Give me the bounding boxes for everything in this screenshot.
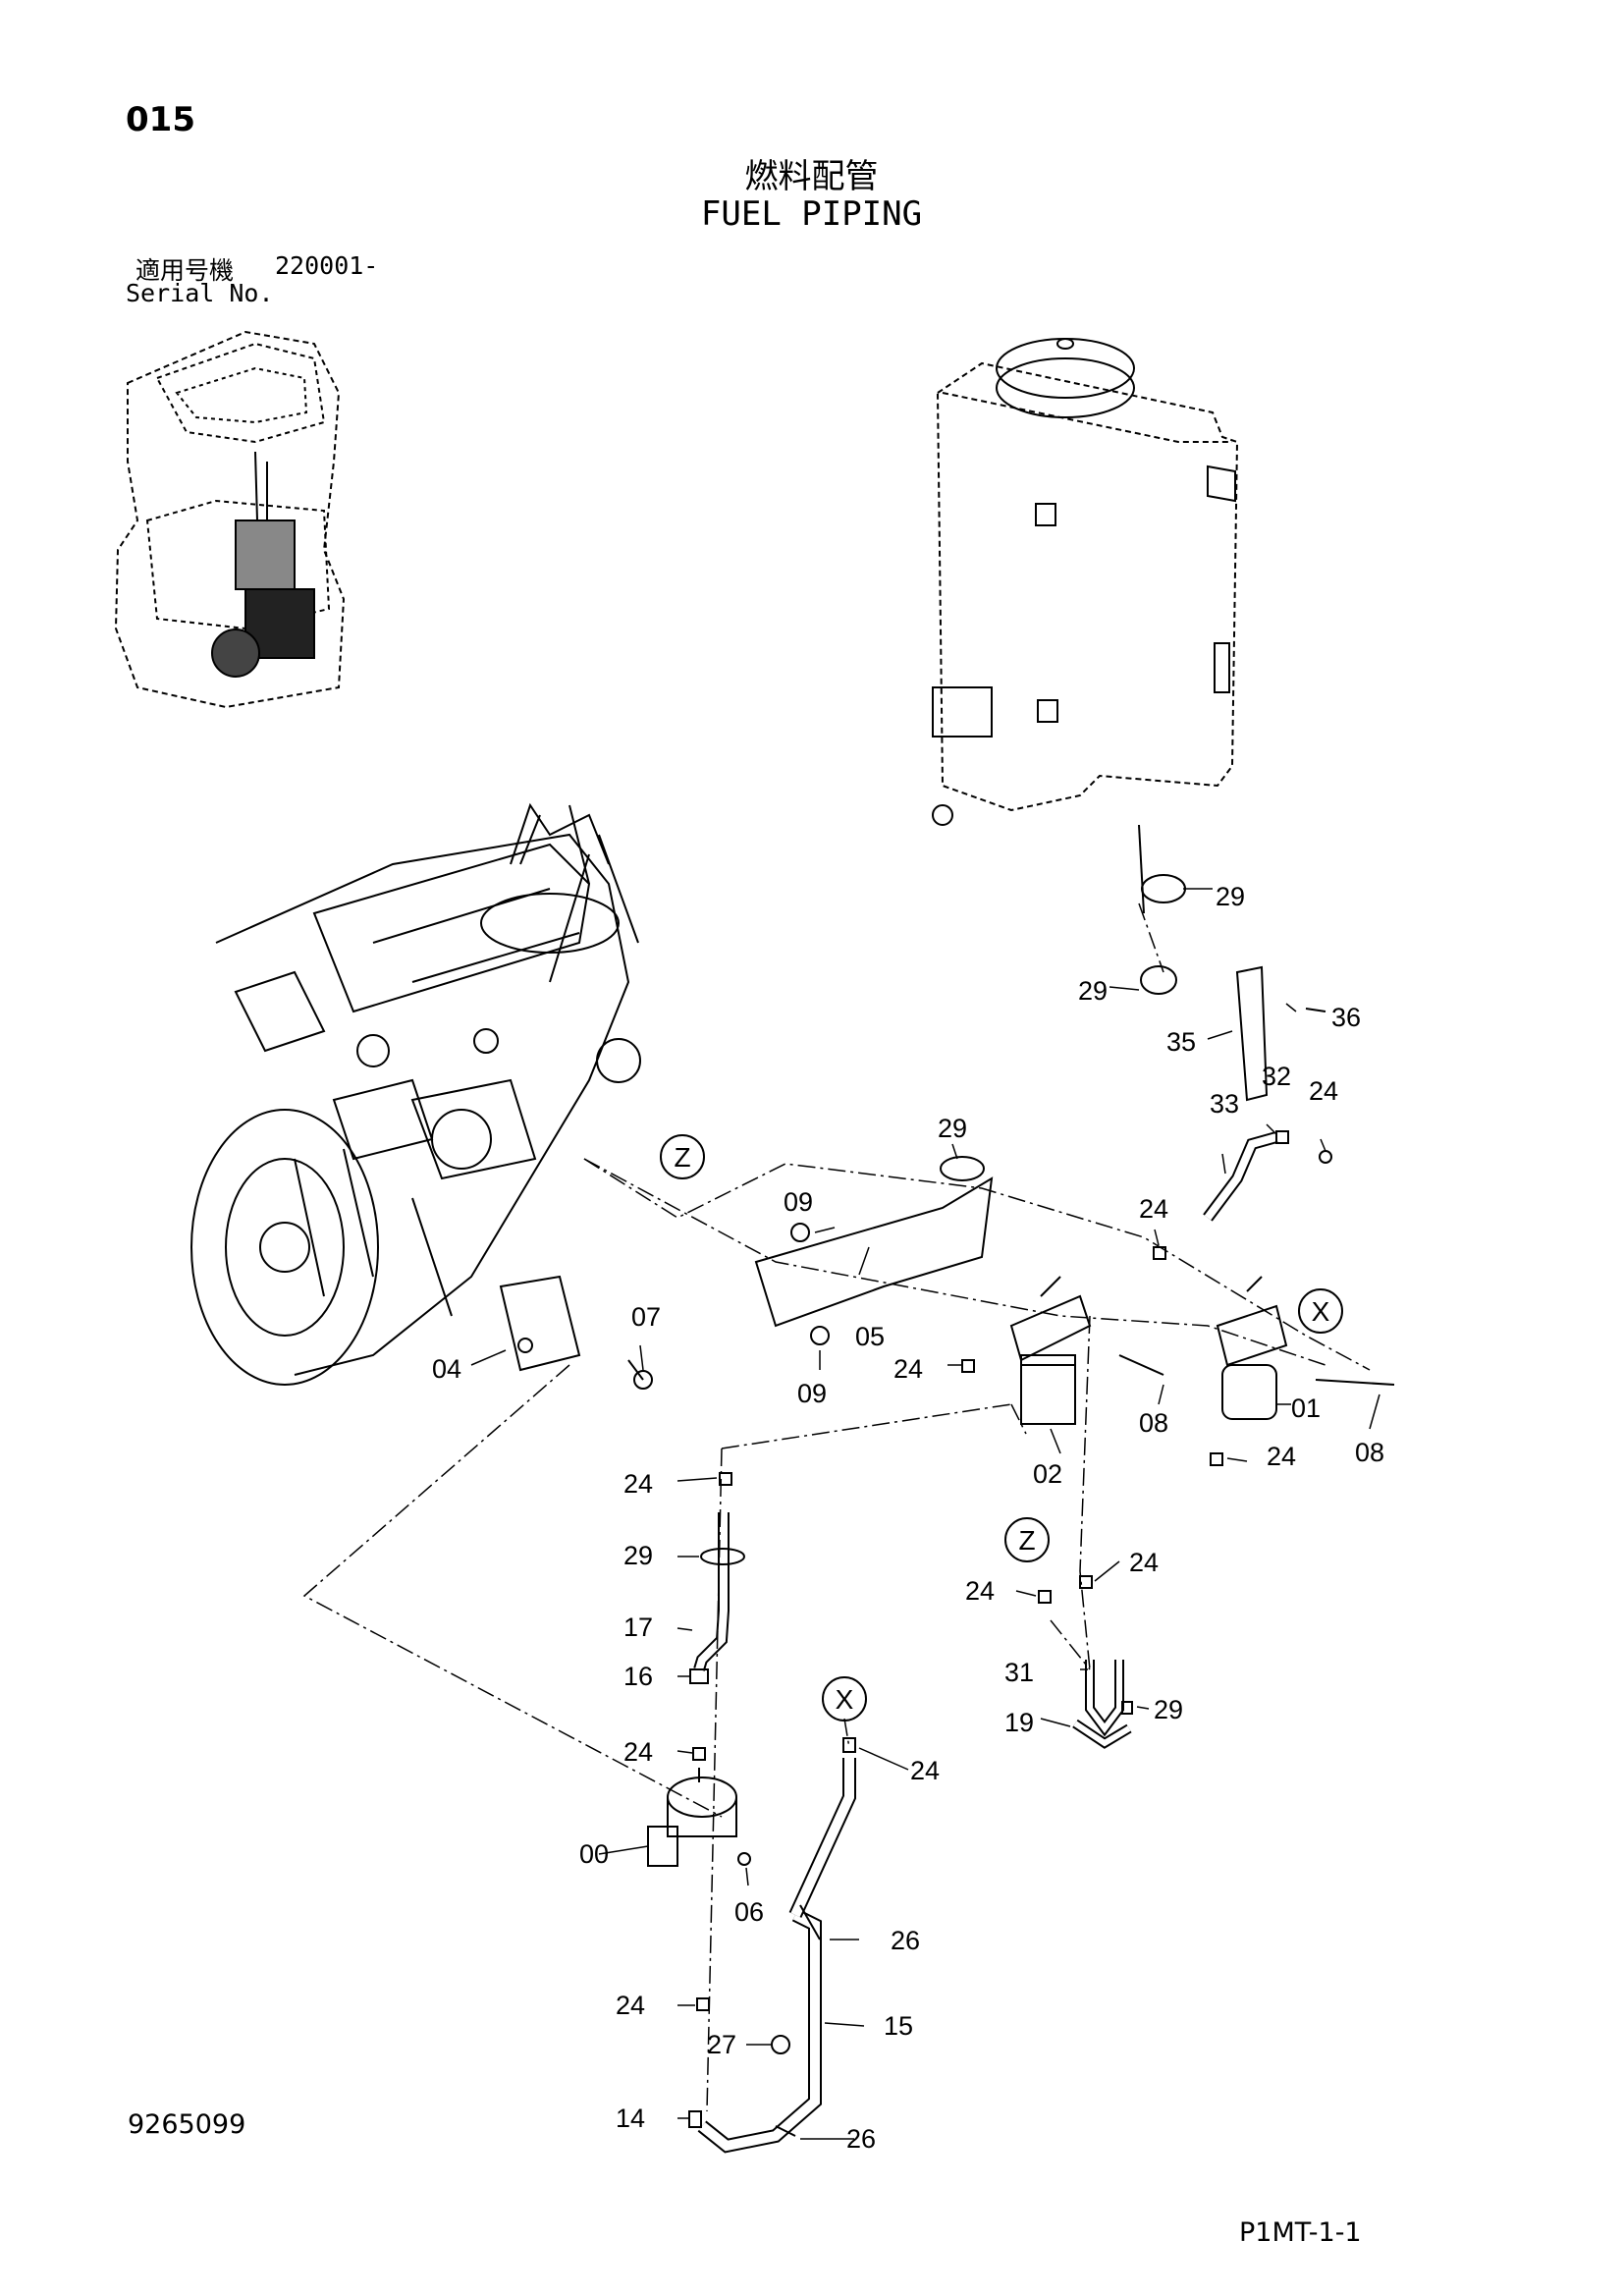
callout-24-b: 24 — [623, 1737, 653, 1767]
ref-circle-z-engine — [660, 1134, 705, 1179]
bolt-07 — [633, 1370, 653, 1390]
callout-09-upper: 09 — [784, 1187, 813, 1217]
page-number: 015 — [126, 100, 195, 139]
serial-value: 220001- — [275, 251, 379, 280]
callout-29-lower: 29 — [1078, 976, 1108, 1006]
callout-19: 19 — [1004, 1708, 1034, 1737]
bolt-08-left — [1118, 1354, 1164, 1376]
callout-29-left: 29 — [623, 1541, 653, 1570]
clamp-29-right — [1121, 1701, 1133, 1715]
clip-32 — [1275, 1130, 1289, 1144]
callout-00: 00 — [579, 1839, 609, 1869]
serial-label-jp: 適用号機 — [135, 256, 235, 285]
callout-29-right: 29 — [1154, 1695, 1183, 1724]
hose-16 — [689, 1668, 709, 1684]
callout-24-filter01: 24 — [1267, 1442, 1296, 1471]
callout-17: 17 — [623, 1613, 653, 1642]
clip-24-filter — [961, 1359, 975, 1373]
clamp-26-lower — [775, 2125, 796, 2137]
callout-24-d: 24 — [910, 1756, 940, 1785]
callout-16: 16 — [623, 1662, 653, 1691]
callout-36: 36 — [1331, 1003, 1361, 1032]
callout-04: 04 — [432, 1354, 461, 1384]
callout-06: 06 — [734, 1897, 764, 1927]
page-code: P1MT-1-1 — [1239, 2217, 1362, 2248]
clip-24-a — [719, 1472, 732, 1486]
callout-24-c: 24 — [616, 1991, 645, 2020]
callout-15: 15 — [884, 2011, 913, 2041]
drawing-number: 9265099 — [128, 2109, 246, 2140]
callout-24-upper: 24 — [1139, 1194, 1168, 1224]
bolt-27 — [771, 2035, 790, 2054]
callout-35: 35 — [1166, 1027, 1196, 1057]
callout-08-right: 08 — [1355, 1438, 1384, 1467]
callout-24-a: 24 — [623, 1469, 653, 1499]
clip-24-e — [1038, 1590, 1052, 1604]
callout-29-tank: 29 — [1216, 882, 1245, 911]
callout-05: 05 — [855, 1322, 885, 1351]
callout-24-hose: 24 — [1309, 1076, 1338, 1106]
ref-letter-z-lower: Z — [1018, 1525, 1035, 1556]
callout-32: 32 — [1262, 1062, 1291, 1091]
page-title-jp: 燃料配管 — [744, 157, 879, 196]
clamp-29-tank — [1141, 874, 1186, 903]
fuel-pump-00 — [647, 1768, 737, 1867]
callout-31: 31 — [1004, 1658, 1034, 1687]
bolt-06 — [737, 1852, 751, 1866]
bracket-05 — [754, 1176, 994, 1328]
callout-27: 27 — [707, 2030, 736, 2059]
ref-letter-x-lower: X — [836, 1684, 854, 1715]
ref-letter-x-filter: X — [1312, 1296, 1330, 1327]
engine-assembly — [190, 802, 641, 1386]
bolt-09-lower — [810, 1326, 830, 1345]
ref-circle-x-lower — [822, 1676, 867, 1722]
callout-29-bracket: 29 — [938, 1114, 967, 1143]
clip-24-b — [692, 1747, 706, 1761]
clamp-29-left — [700, 1548, 745, 1565]
callout-24-e: 24 — [965, 1576, 995, 1606]
plate-04 — [499, 1275, 581, 1372]
machine-thumbnail — [114, 330, 346, 709]
callout-24-f: 24 — [1129, 1548, 1159, 1577]
bolt-09-upper — [790, 1223, 810, 1242]
clip-24-d — [842, 1737, 856, 1753]
clip-24-c — [696, 1997, 710, 2011]
ref-letter-z-engine: Z — [674, 1142, 690, 1173]
serial-label: Serial No. — [126, 279, 274, 307]
hose-14 — [688, 2110, 702, 2128]
page-title: FUEL PIPING — [700, 194, 923, 234]
callout-01: 01 — [1291, 1394, 1321, 1423]
water-separator-02 — [1009, 1276, 1092, 1425]
callout-02: 02 — [1033, 1459, 1062, 1489]
clip-24-f — [1079, 1575, 1093, 1589]
ref-circle-x-filter — [1298, 1288, 1343, 1334]
clip-24-hose — [1319, 1150, 1332, 1164]
ref-circle-z-lower — [1004, 1517, 1050, 1562]
callout-09-lower: 09 — [797, 1379, 827, 1408]
fuel-tank — [932, 338, 1239, 914]
callout-07: 07 — [631, 1302, 661, 1332]
callout-24-filter: 24 — [893, 1354, 923, 1384]
clip-24-filter01 — [1210, 1452, 1223, 1466]
callout-14: 14 — [616, 2104, 645, 2133]
callout-26-lower: 26 — [846, 2124, 876, 2154]
callout-33: 33 — [1210, 1089, 1239, 1119]
clamp-29-bracket — [940, 1156, 985, 1181]
clamp-29-lower — [1140, 965, 1177, 995]
fuel-filter-01 — [1216, 1276, 1288, 1420]
callout-08-left: 08 — [1139, 1408, 1168, 1438]
bolt-08-right — [1315, 1379, 1395, 1386]
bracket-35 — [1235, 965, 1269, 1102]
callout-26-upper: 26 — [891, 1926, 920, 1955]
clamp-26-upper — [799, 1904, 821, 1941]
